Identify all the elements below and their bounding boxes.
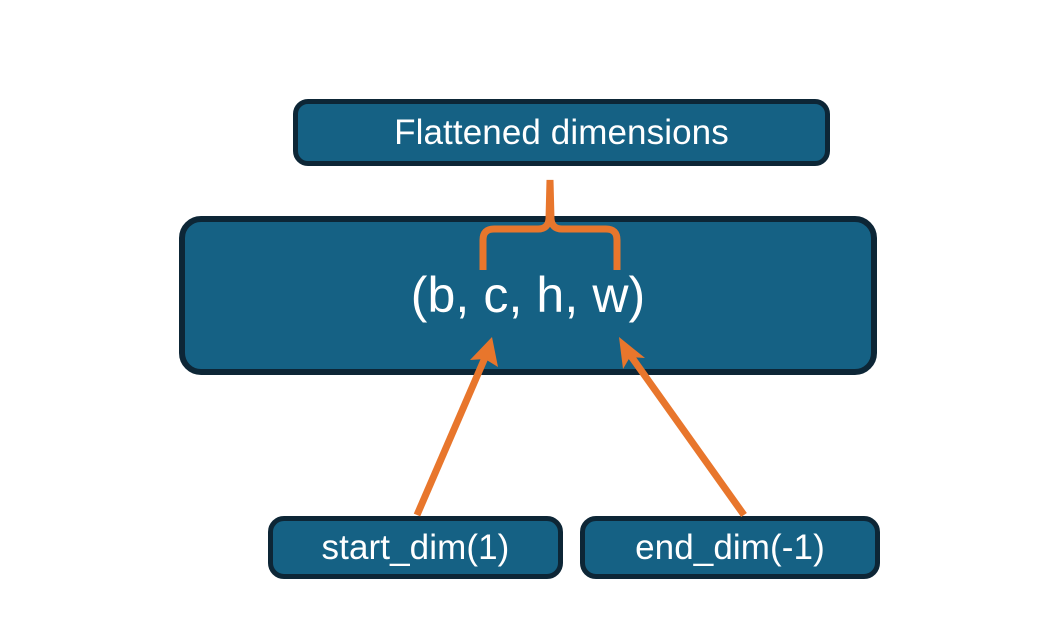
curly-brace-up-icon [479, 179, 621, 270]
arrow-end-dim [619, 337, 747, 518]
arrow-end-dim-shaft [625, 349, 747, 518]
start-dim-label: start_dim(1) [321, 527, 510, 567]
end-dim-box[interactable]: end_dim(-1) [580, 516, 880, 579]
end-dim-label: end_dim(-1) [635, 527, 825, 567]
arrow-start-dim [413, 337, 498, 517]
start-dim-box[interactable]: start_dim(1) [268, 516, 563, 579]
flattened-dimensions-box[interactable]: Flattened dimensions [293, 99, 830, 166]
flattened-dimensions-label: Flattened dimensions [394, 112, 729, 152]
arrow-start-dim-shaft [413, 351, 491, 517]
arrow-end-dim-head [619, 337, 645, 369]
arrow-start-dim-head [470, 337, 498, 367]
tensor-shape-label: (b, c, h, w) [410, 267, 646, 323]
tensor-shape-box[interactable]: (b, c, h, w) [179, 216, 877, 375]
